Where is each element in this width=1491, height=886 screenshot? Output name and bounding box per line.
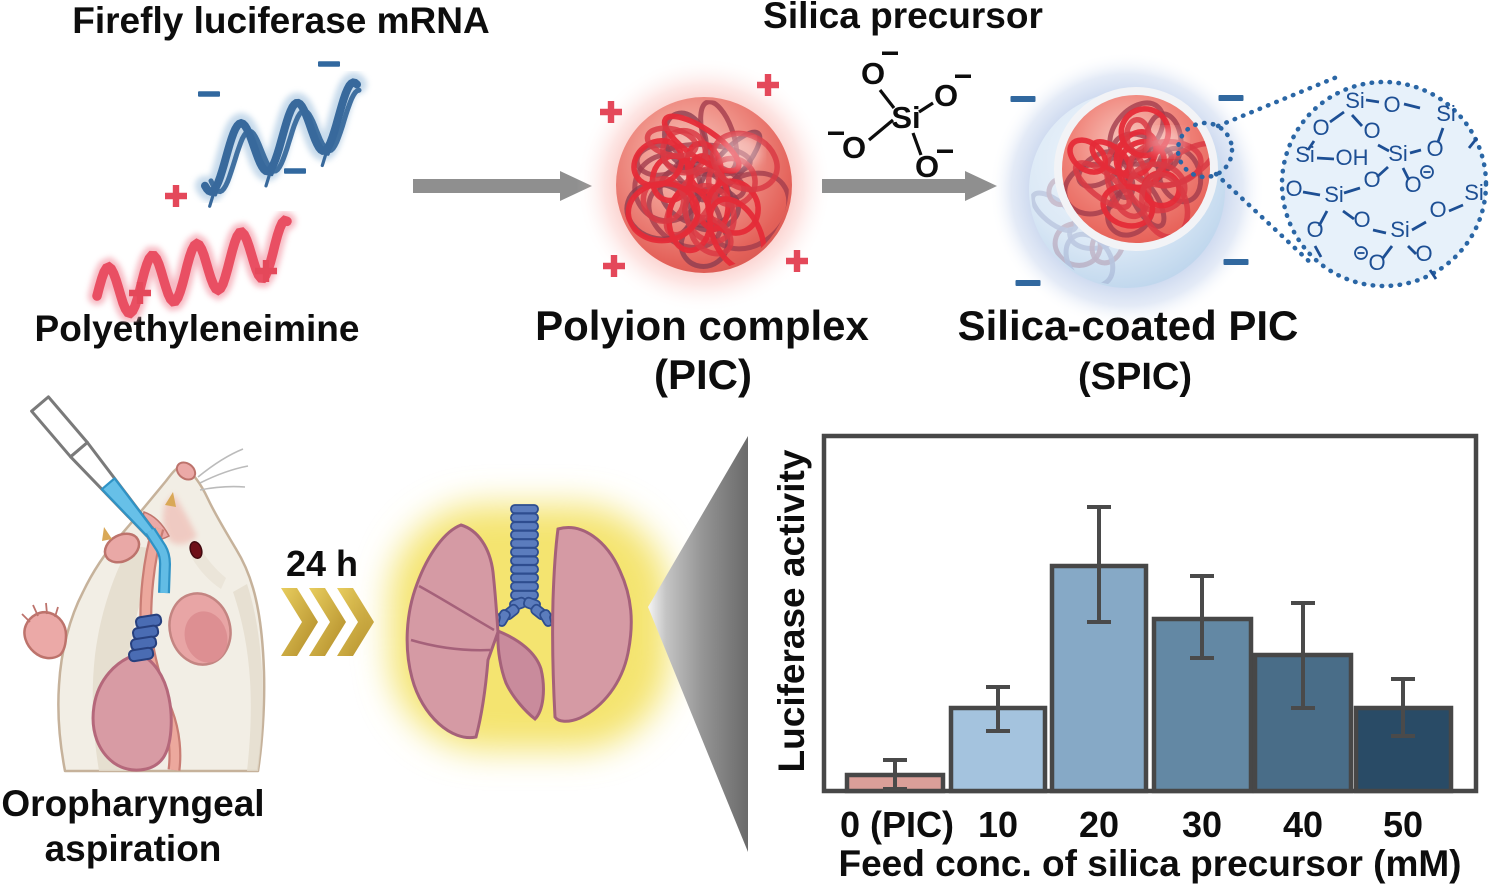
svg-text:40: 40 <box>1283 804 1323 845</box>
svg-text:Oropharyngeal: Oropharyngeal <box>1 783 264 824</box>
svg-text:Si: Si <box>891 100 920 135</box>
svg-text:Polyethyleneimine: Polyethyleneimine <box>35 308 360 349</box>
svg-text:(SPIC): (SPIC) <box>1078 356 1192 398</box>
svg-text:O: O <box>934 78 958 113</box>
svg-text:O: O <box>1415 241 1432 266</box>
svg-text:20: 20 <box>1079 804 1119 845</box>
svg-text:O: O <box>1285 176 1302 201</box>
svg-text:Si: Si <box>1390 217 1410 242</box>
svg-text:O: O <box>1368 250 1385 275</box>
svg-text:0 (PIC): 0 (PIC) <box>840 804 954 845</box>
svg-text:Polyion complex: Polyion complex <box>535 302 869 349</box>
svg-text:aspiration: aspiration <box>45 828 222 869</box>
svg-text:O: O <box>861 56 885 91</box>
svg-text:50: 50 <box>1383 804 1423 845</box>
svg-text:Si: Si <box>1464 180 1484 205</box>
svg-text:Si: Si <box>1388 141 1408 166</box>
svg-text:O: O <box>915 149 939 184</box>
svg-text:Si: Si <box>1345 88 1365 113</box>
svg-text:OH: OH <box>1336 145 1369 170</box>
svg-text:Si: Si <box>1324 182 1344 207</box>
svg-text:10: 10 <box>978 804 1018 845</box>
svg-text:24 h: 24 h <box>286 543 358 584</box>
svg-text:O: O <box>1363 118 1380 143</box>
svg-text:Feed conc. of silica precursor: Feed conc. of silica precursor (mM) <box>839 843 1462 884</box>
svg-text:O: O <box>1426 136 1443 161</box>
svg-text:O: O <box>1383 92 1400 117</box>
svg-text:Si: Si <box>1436 101 1456 126</box>
svg-text:O: O <box>1363 167 1380 192</box>
svg-text:Firefly luciferase mRNA: Firefly luciferase mRNA <box>72 0 489 41</box>
svg-text:30: 30 <box>1182 804 1222 845</box>
svg-text:O: O <box>1429 197 1446 222</box>
svg-text:O: O <box>1353 207 1370 232</box>
svg-text:Silica-coated PIC: Silica-coated PIC <box>958 302 1299 349</box>
svg-text:Silica precursor: Silica precursor <box>763 0 1043 36</box>
svg-text:Luciferase activity: Luciferase activity <box>771 449 812 772</box>
svg-text:O: O <box>842 130 866 165</box>
svg-text:(PIC): (PIC) <box>654 351 752 398</box>
svg-text:O: O <box>1312 115 1329 140</box>
